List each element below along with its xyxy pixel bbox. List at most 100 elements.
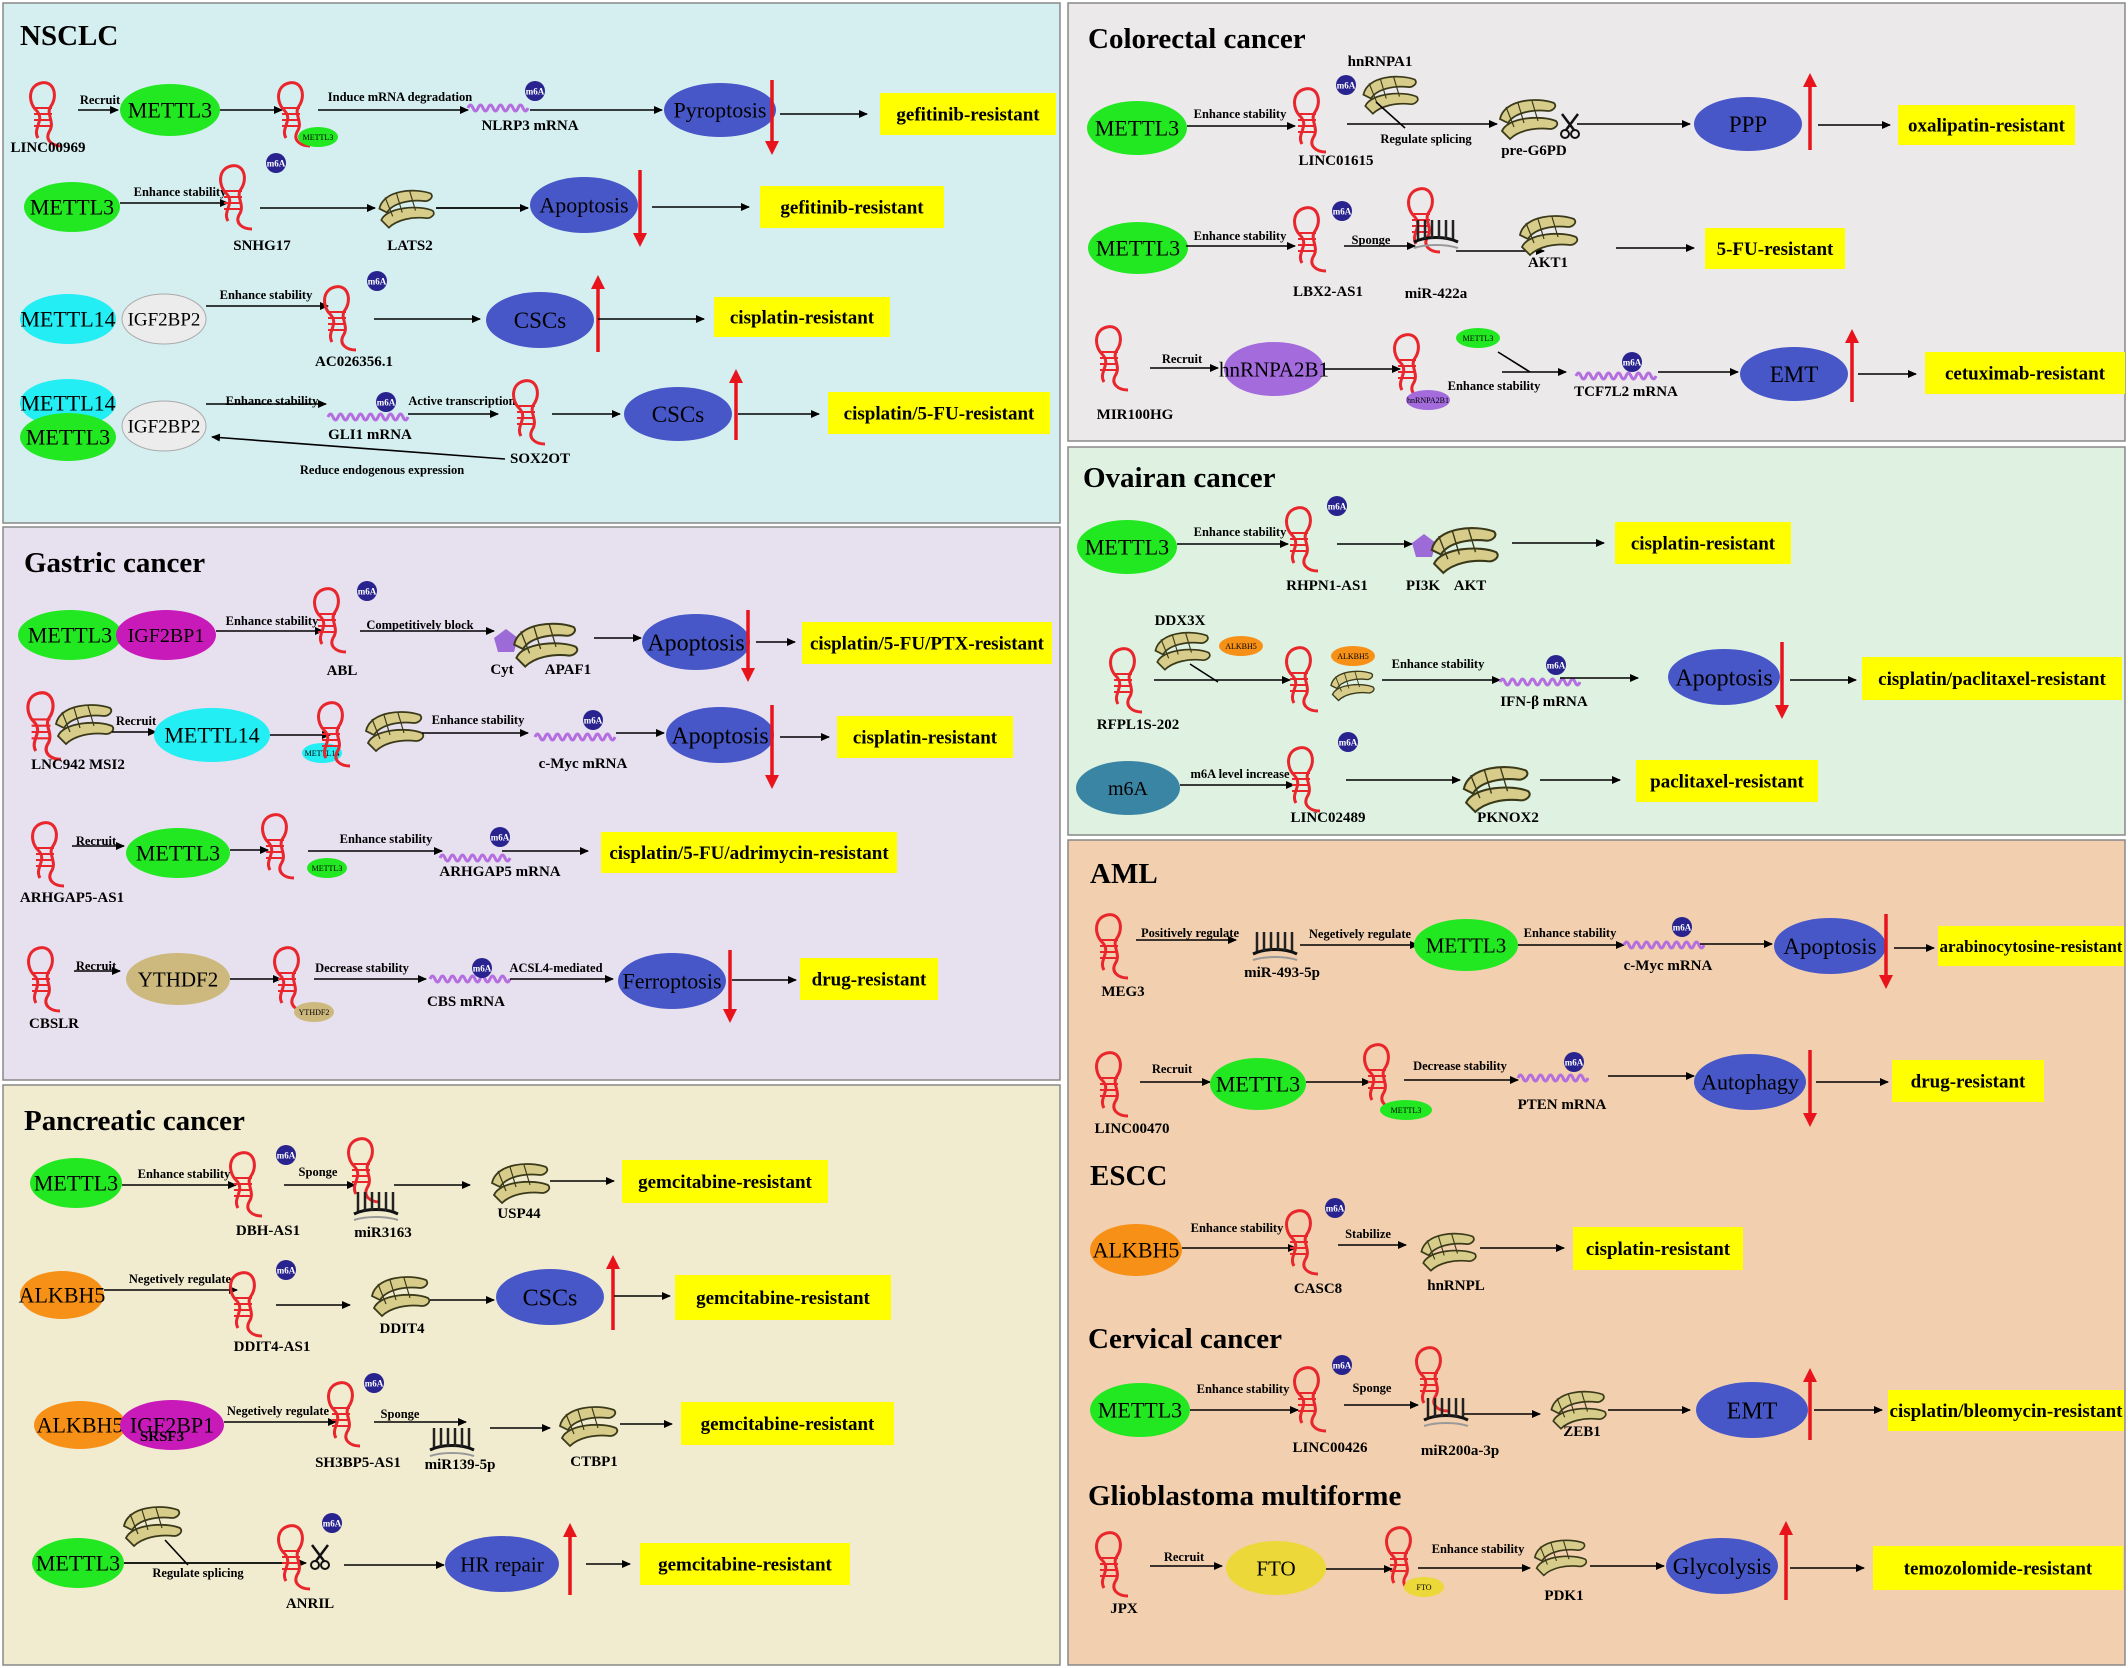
node-label: hnRNPA2B1 — [1219, 357, 1329, 381]
resistance-label: 5-FU-resistant — [1717, 239, 1834, 260]
node-label: IGF2BP1 — [128, 625, 205, 647]
node-process — [1666, 1538, 1778, 1594]
m6a-badge-label: m6A — [1337, 81, 1356, 91]
small-node-label: hnRNPA2B1 — [1407, 396, 1449, 405]
small-node — [1331, 646, 1375, 666]
mrna-wave-icon — [1498, 677, 1582, 687]
node-label: Apoptosis — [1675, 665, 1772, 691]
molecule-label: DDIT4-AS1 — [234, 1339, 311, 1355]
edge-label: Recruit — [76, 834, 117, 848]
resistance-box — [1573, 1227, 1743, 1270]
edge-label: m6A level increase — [1190, 767, 1289, 781]
resistance-box — [675, 1275, 891, 1320]
lncrna-hairpin-icon — [229, 1271, 263, 1338]
resistance-box — [828, 392, 1050, 434]
molecule-label: LNC942 MSI2 — [31, 757, 125, 773]
edge-label: Enhance stability — [1392, 657, 1485, 671]
molecule-label: pre-G6PD — [1501, 143, 1567, 159]
protein-icon — [370, 1276, 431, 1318]
small-node-label: METTL3 — [1463, 334, 1494, 343]
lncrna-hairpin-icon — [277, 1524, 311, 1591]
node-process — [1668, 649, 1780, 705]
node-green — [18, 610, 122, 660]
panel-title: ESCC — [1090, 1160, 1167, 1192]
small-node — [298, 127, 338, 147]
node-label: ALKBH5 — [37, 1413, 124, 1438]
small-node-label: ALKBH5 — [1337, 652, 1369, 661]
m6a-badge-label: m6A — [267, 159, 286, 169]
m6a-badge-label: m6A — [1623, 358, 1642, 368]
small-node — [307, 858, 347, 878]
m6a-badge-label: m6A — [1328, 502, 1347, 512]
cofactor-pentagon-icon — [1412, 534, 1436, 557]
protein-icon — [54, 704, 115, 746]
scissors-icon — [310, 1544, 330, 1570]
molecule-label: SRSF3 — [140, 1429, 184, 1445]
m6a-badge-label: m6A — [1547, 661, 1566, 671]
node-white — [121, 293, 207, 345]
m6a-badge-label: m6A — [358, 587, 377, 597]
panel-title: NSCLC — [20, 20, 118, 52]
node-label: METTL3 — [136, 841, 220, 866]
small-node-label: METTL3 — [312, 864, 343, 873]
molecule-label: AKT1 — [1528, 255, 1568, 271]
resistance-label: gefitinib-resistant — [896, 105, 1040, 126]
protein-icon — [378, 189, 435, 229]
m6a-badge-label: m6A — [1565, 1058, 1584, 1068]
small-node-label: YTHDF2 — [299, 1008, 330, 1017]
resistance-box — [622, 1160, 828, 1203]
resistance-label: cisplatin/5-FU-resistant — [844, 404, 1035, 425]
lncrna-hairpin-icon — [317, 701, 351, 768]
molecule-label: ABL — [327, 663, 358, 679]
lncrna-hairpin-icon — [327, 1381, 361, 1448]
resistance-label: cisplatin/5-FU/adrimycin-resistant — [609, 843, 889, 864]
molecule-label: miR139-5p — [425, 1457, 496, 1473]
molecule-label: PKNOX2 — [1477, 810, 1539, 826]
panel-title: AML — [1090, 858, 1158, 890]
connector — [1189, 663, 1219, 683]
node-orange — [20, 1271, 104, 1319]
node-label: METTL3 — [1426, 933, 1506, 957]
molecule-label: miR200a-3p — [1421, 1443, 1499, 1459]
node-label: Apoptosis — [1783, 934, 1876, 959]
molecule-label: AC026356.1 — [315, 354, 393, 370]
molecule-label: ZEB1 — [1563, 1424, 1601, 1440]
lncrna-hairpin-icon — [31, 821, 65, 888]
edge-label: Enhance stability — [1432, 1542, 1525, 1556]
m6a-badge-label: m6A — [1333, 207, 1352, 217]
node-white — [121, 400, 207, 452]
edge-label: Negetively regulate — [129, 1272, 232, 1286]
molecule-label: miR3163 — [354, 1225, 412, 1241]
m6a-badge-label: m6A — [584, 716, 603, 726]
edge-label: Decrease stability — [315, 961, 410, 975]
lncrna-hairpin-icon — [1285, 1209, 1319, 1276]
protein-icon — [1330, 670, 1375, 702]
node-process — [664, 83, 776, 137]
m6a-badge-label: m6A — [277, 1266, 296, 1276]
mrna-wave-icon — [1516, 1073, 1590, 1083]
edge-label: Recruit — [76, 959, 117, 973]
resistance-box — [760, 186, 944, 228]
panel-title: Colorectal cancer — [1088, 23, 1306, 55]
node-label: METTL3 — [30, 195, 114, 220]
molecule-label: IFN-β mRNA — [1500, 694, 1588, 710]
node-label: METTL3 — [1095, 116, 1179, 141]
resistance-label: gefitinib-resistant — [780, 198, 924, 219]
edge-label: Enhance stability — [220, 288, 313, 302]
molecule-label: miR-422a — [1405, 286, 1468, 302]
resistance-label: drug-resistant — [1911, 1072, 2026, 1093]
resistance-box — [1705, 228, 1845, 269]
resistance-label: cisplatin/paclitaxel-resistant — [1878, 669, 2106, 690]
lncrna-hairpin-icon — [347, 1137, 381, 1204]
molecule-label: CBS mRNA — [427, 994, 505, 1010]
molecule-label: TCF7L2 mRNA — [1574, 384, 1678, 400]
cofactor-pentagon-icon — [494, 629, 518, 652]
node-green — [20, 413, 116, 461]
edge-label: Reduce endogenous expression — [300, 463, 464, 477]
edge-label: Regulate splicing — [1380, 132, 1472, 146]
node-process — [1774, 918, 1886, 974]
node-process — [1696, 1382, 1808, 1438]
node-label: EMT — [1770, 362, 1819, 387]
node-label: Apoptosis — [647, 630, 744, 656]
resistance-label: drug-resistant — [812, 970, 927, 991]
